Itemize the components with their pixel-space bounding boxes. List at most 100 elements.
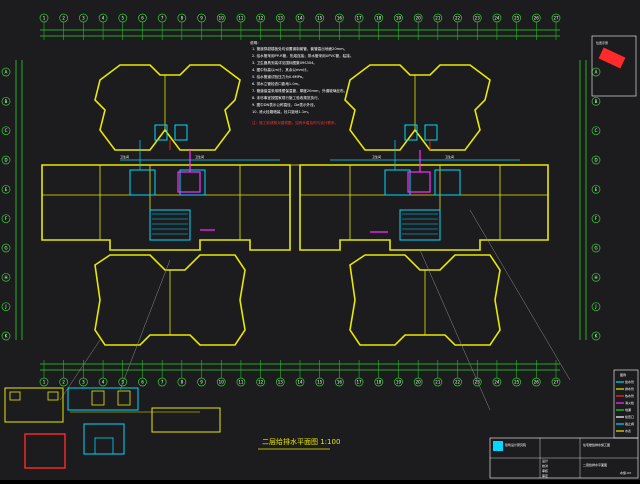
notes-heading: 说明： [250,40,261,45]
legend-title: 图例 [620,372,626,377]
detail-views [4,387,221,469]
axis-label: 11 [238,380,244,385]
note-line: 9. 图中DN表示公称直径，De表示外径。 [252,102,317,107]
axis-label: 13 [278,380,284,385]
title-row: 审定 [542,473,548,478]
axis-bubble [1,272,11,282]
axis-label: 3 [82,380,85,385]
axis-label: 11 [238,16,244,21]
axis-label: G [4,246,7,251]
axis-bubble [1,184,11,194]
axis-label: 12 [258,380,264,385]
key-plan: 位置示意 [591,35,637,97]
axis-label: 27 [553,380,559,385]
axis-label: C [595,128,598,133]
axis-label: 19 [396,380,402,385]
drawing-title: 二层给排水平面图 1:100 [262,437,340,446]
axis-label: 1 [43,16,46,21]
axis-label: 10 [219,16,225,21]
axis-label: 3 [82,16,85,21]
axis-bubble [591,272,601,282]
pipes-red [169,140,431,150]
pipes-cyan [120,140,520,170]
axis-label: 16 [337,16,343,21]
axis-label: 18 [376,380,382,385]
axis-label: 20 [416,380,422,385]
axis-label: 27 [553,16,559,21]
axis-label: 14 [297,16,303,21]
legend-label: 消火栓 [625,400,634,405]
axis-label: E [595,187,598,192]
legend-label: 地漏 [625,407,631,412]
axis-label: 21 [435,380,441,385]
axis-label: J [594,304,596,309]
axis-label: D [594,158,597,163]
axis-label: 12 [258,16,264,21]
axis-bubble [591,96,601,106]
axis-label: 22 [455,380,461,385]
axis-label: 19 [396,16,402,21]
axis-label: 7 [161,380,164,385]
axis-label: H [4,275,7,280]
stair-cores [129,124,461,241]
axis-label: 8 [181,380,184,385]
axis-bubble [1,155,11,165]
note-line: 8. 未尽事宜按国家现行施工验收规范执行。 [252,95,321,100]
note-line: 10. 消火栓箱暗装，栓口距地1.1m。 [252,109,311,114]
axis-grid [15,29,587,371]
title-row: 校对 [542,463,548,468]
title-row: 审核 [542,468,548,473]
axis-label: K [595,334,598,339]
room-label: 卫生间 [195,154,204,159]
note-line: 2. 给水管采用PP-R管，热熔连接；排水管采用UPVC管，粘接。 [252,53,353,58]
axis-label: 18 [376,16,382,21]
axis-label: 26 [534,380,540,385]
axis-label: E [5,187,8,192]
axis-label: 21 [435,16,441,21]
axis-bubble [1,126,11,136]
axis-label: 17 [357,380,363,385]
axis-label: 6 [141,16,144,21]
title-block: 建筑设计研究院 住宅楼给排水施工图 二层给排水平面图 水施-03 设计 校对 审… [489,437,639,479]
note-line: 5. 给水管道试验压力为0.6MPa。 [252,74,306,79]
leader-lines [59,209,571,411]
axis-label: 8 [181,16,184,21]
axis-label: 24 [494,380,500,385]
legend-label: 排水管 [625,386,634,391]
axis-label: 16 [337,380,343,385]
axis-label: B [595,99,598,104]
note-line: 4. 图中标高以m计，其余以mm计。 [252,67,310,72]
axis-label: 9 [200,380,203,385]
axis-label: 2 [62,380,65,385]
axis-label: F [5,216,8,221]
axis-label: F [595,216,598,221]
axis-bubble [1,214,11,224]
axis-label: J [4,304,6,309]
note-line: 3. 卫生器具安装详见国标图集09S304。 [252,60,317,65]
axis-label: 23 [475,380,481,385]
axis-label: 15 [317,380,323,385]
axis-label: 4 [102,380,105,385]
axis-label: 24 [494,16,500,21]
legend-label: 检查口 [625,414,634,419]
axis-label: 5 [121,16,124,21]
room-label: 卫生间 [120,154,129,159]
axis-bubble [591,302,601,312]
interior-walls [42,75,548,335]
axis-bubble [1,67,11,77]
axis-bubble [591,214,601,224]
title-row: 设计 [542,458,548,463]
axis-label: 6 [141,380,144,385]
axis-label: 10 [219,380,225,385]
axis-bubble [1,331,11,341]
sheet-title: 二层给排水平面图 [583,462,607,467]
axis-label: A [5,70,8,75]
room-label: 卫生间 [372,154,381,159]
